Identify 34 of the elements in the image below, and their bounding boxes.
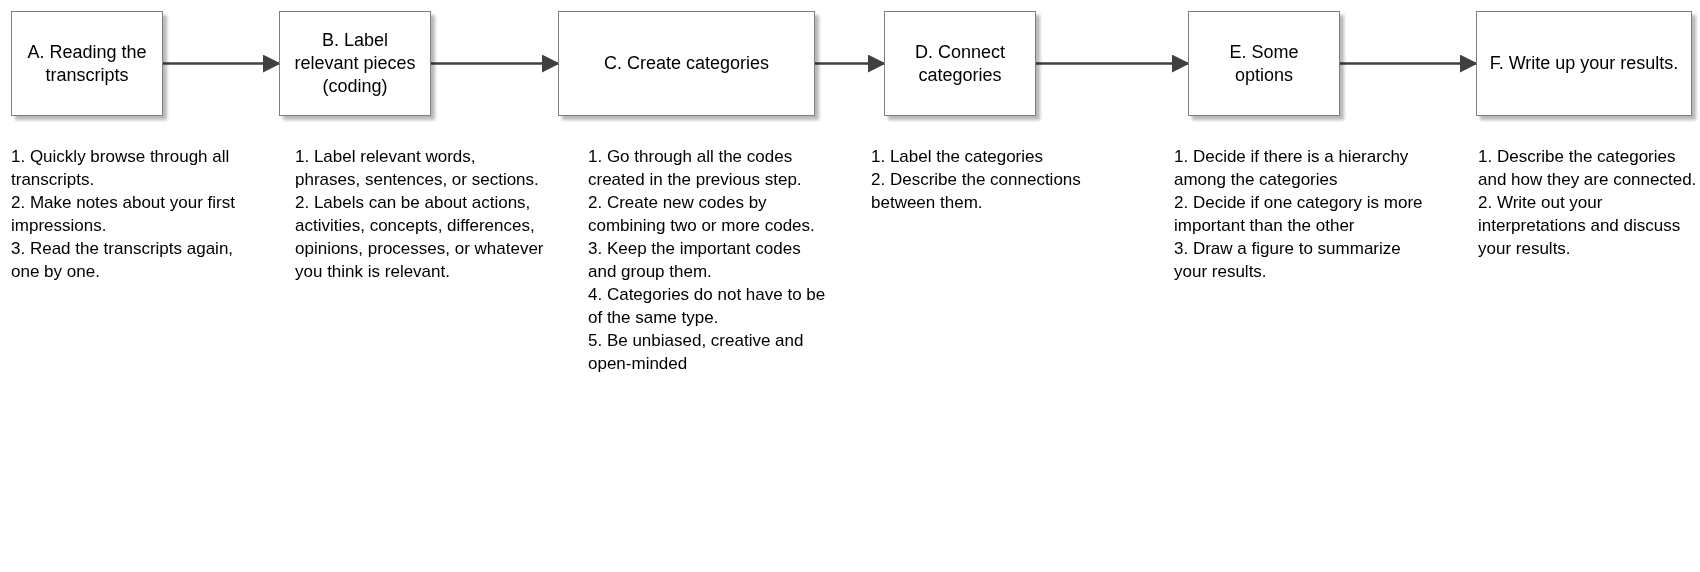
step-note: 2. Labels can be about actions, activities, concepts, differences, opinions, processes, or whatever you think is relevant. xyxy=(295,192,545,283)
step-title: B. Label relevant pieces (coding) xyxy=(293,29,417,98)
step-box xyxy=(558,11,815,116)
step-note: 2. Write out your interpretations and discuss your results. xyxy=(1478,192,1682,260)
step-note: 5. Be unbiased, creative and open-minded xyxy=(588,330,805,375)
step-box xyxy=(279,11,431,116)
step-note: 4. Categories do not have to be of the same type. xyxy=(588,284,827,329)
arrow xyxy=(163,54,281,73)
arrow xyxy=(1340,54,1478,73)
step-title: D. Connect categories xyxy=(913,40,1006,87)
step-note: 2. Create new codes by combining two or more codes. xyxy=(588,192,816,237)
arrow xyxy=(815,54,886,73)
step-box xyxy=(884,11,1036,116)
step-note: 3. Draw a figure to summarize your results. xyxy=(1174,238,1402,283)
step-title: F. Write up your results. xyxy=(1489,52,1679,75)
step-note: 2. Decide if one category is more important than the other xyxy=(1174,192,1424,237)
step-note: 1. Decide if there is a hierarchy among the categories xyxy=(1174,146,1410,191)
step-box xyxy=(1476,11,1692,116)
step-note: 1. Describe the categories and how they are connected. xyxy=(1478,146,1698,191)
step-title: E. Some options xyxy=(1228,40,1300,87)
step-note: 2. Make notes about your first impressions. xyxy=(11,192,236,237)
step-note: 1. Quickly browse through all transcripts. xyxy=(11,146,231,191)
step-note: 1. Label relevant words, phrases, sentences, or sections. xyxy=(295,146,540,191)
arrow xyxy=(431,54,560,73)
step-title: A. Reading the transcripts xyxy=(26,40,148,87)
step-note: 1. Go through all the codes created in the previous step. xyxy=(588,146,803,191)
step-note: 2. Describe the connections between them. xyxy=(871,169,1082,214)
step-note: 1. Label the categories xyxy=(871,146,1044,168)
step-note: 3. Keep the important codes and group them. xyxy=(588,238,802,283)
step-title: C. Create categories xyxy=(603,52,770,75)
arrow xyxy=(1036,54,1190,73)
step-box xyxy=(11,11,163,116)
step-note: 3. Read the transcripts again, one by one. xyxy=(11,238,235,283)
step-box xyxy=(1188,11,1340,116)
